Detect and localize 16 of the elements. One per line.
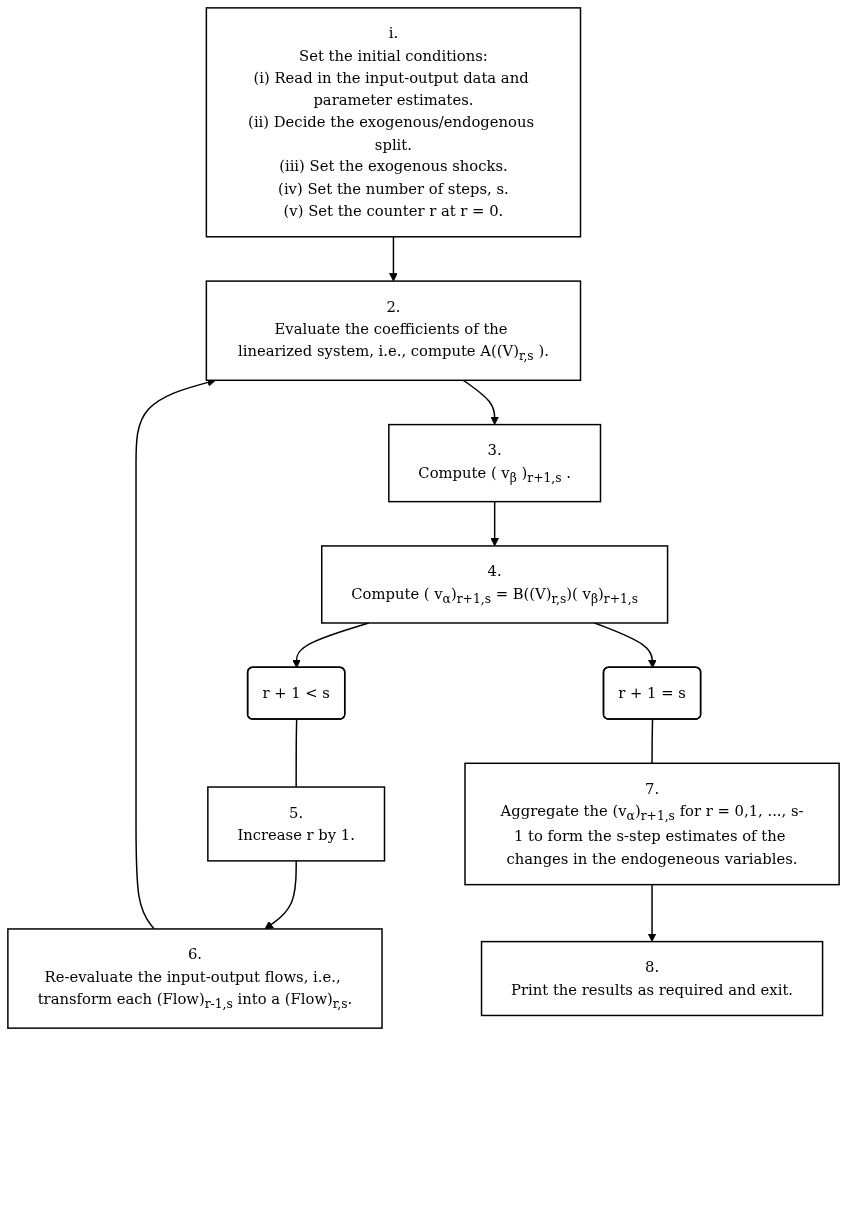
arrow (264, 860, 297, 930)
node-box: 3. Compute ( v$_{β}$ )$_{r+1,s}$ . (388, 423, 602, 503)
connector (651, 718, 654, 765)
node-box: 2. Evaluate the coefficients of the linearized system, i.e., compute A((V)$_{r,s}$ ). (205, 280, 582, 382)
node-box: 4. Compute ( v$_{α}$)$_{r+1,s}$ = B((V)$_{r,s}$)( v$_{β}$)$_{r+1,s}$ (321, 545, 669, 624)
node-box: 7. Aggregate the (v$_{α}$)$_{r+1,s}$ for r = 0,1, ..., s-1 to form the s-step estimates of the changes in the endogeneous variables. (464, 762, 840, 886)
arrow (389, 236, 398, 282)
node-box: 6. Re-evaluate the input-output flows, i.e., transform each (Flow)$_{r-1,s}$ into a (Flow)$_{r,s}$. (7, 928, 383, 1029)
arrow (593, 622, 657, 669)
node-box: 8. Print the results as required and exit. (480, 940, 824, 1017)
node-box: 5. Increase r by 1. (207, 786, 386, 862)
arrow (462, 379, 499, 425)
arrow (490, 500, 499, 547)
arrow (647, 883, 657, 942)
connector (295, 718, 298, 788)
node-box: i. Set the initial conditions: (i) Read in the input-output data and parameter estimates. (ii) Decide the exogenous/endogenous split. (iii) Set the exogenous shocks. (iv) Set the number of steps, s. (v) Set the counter r at r = 0. (205, 7, 582, 238)
